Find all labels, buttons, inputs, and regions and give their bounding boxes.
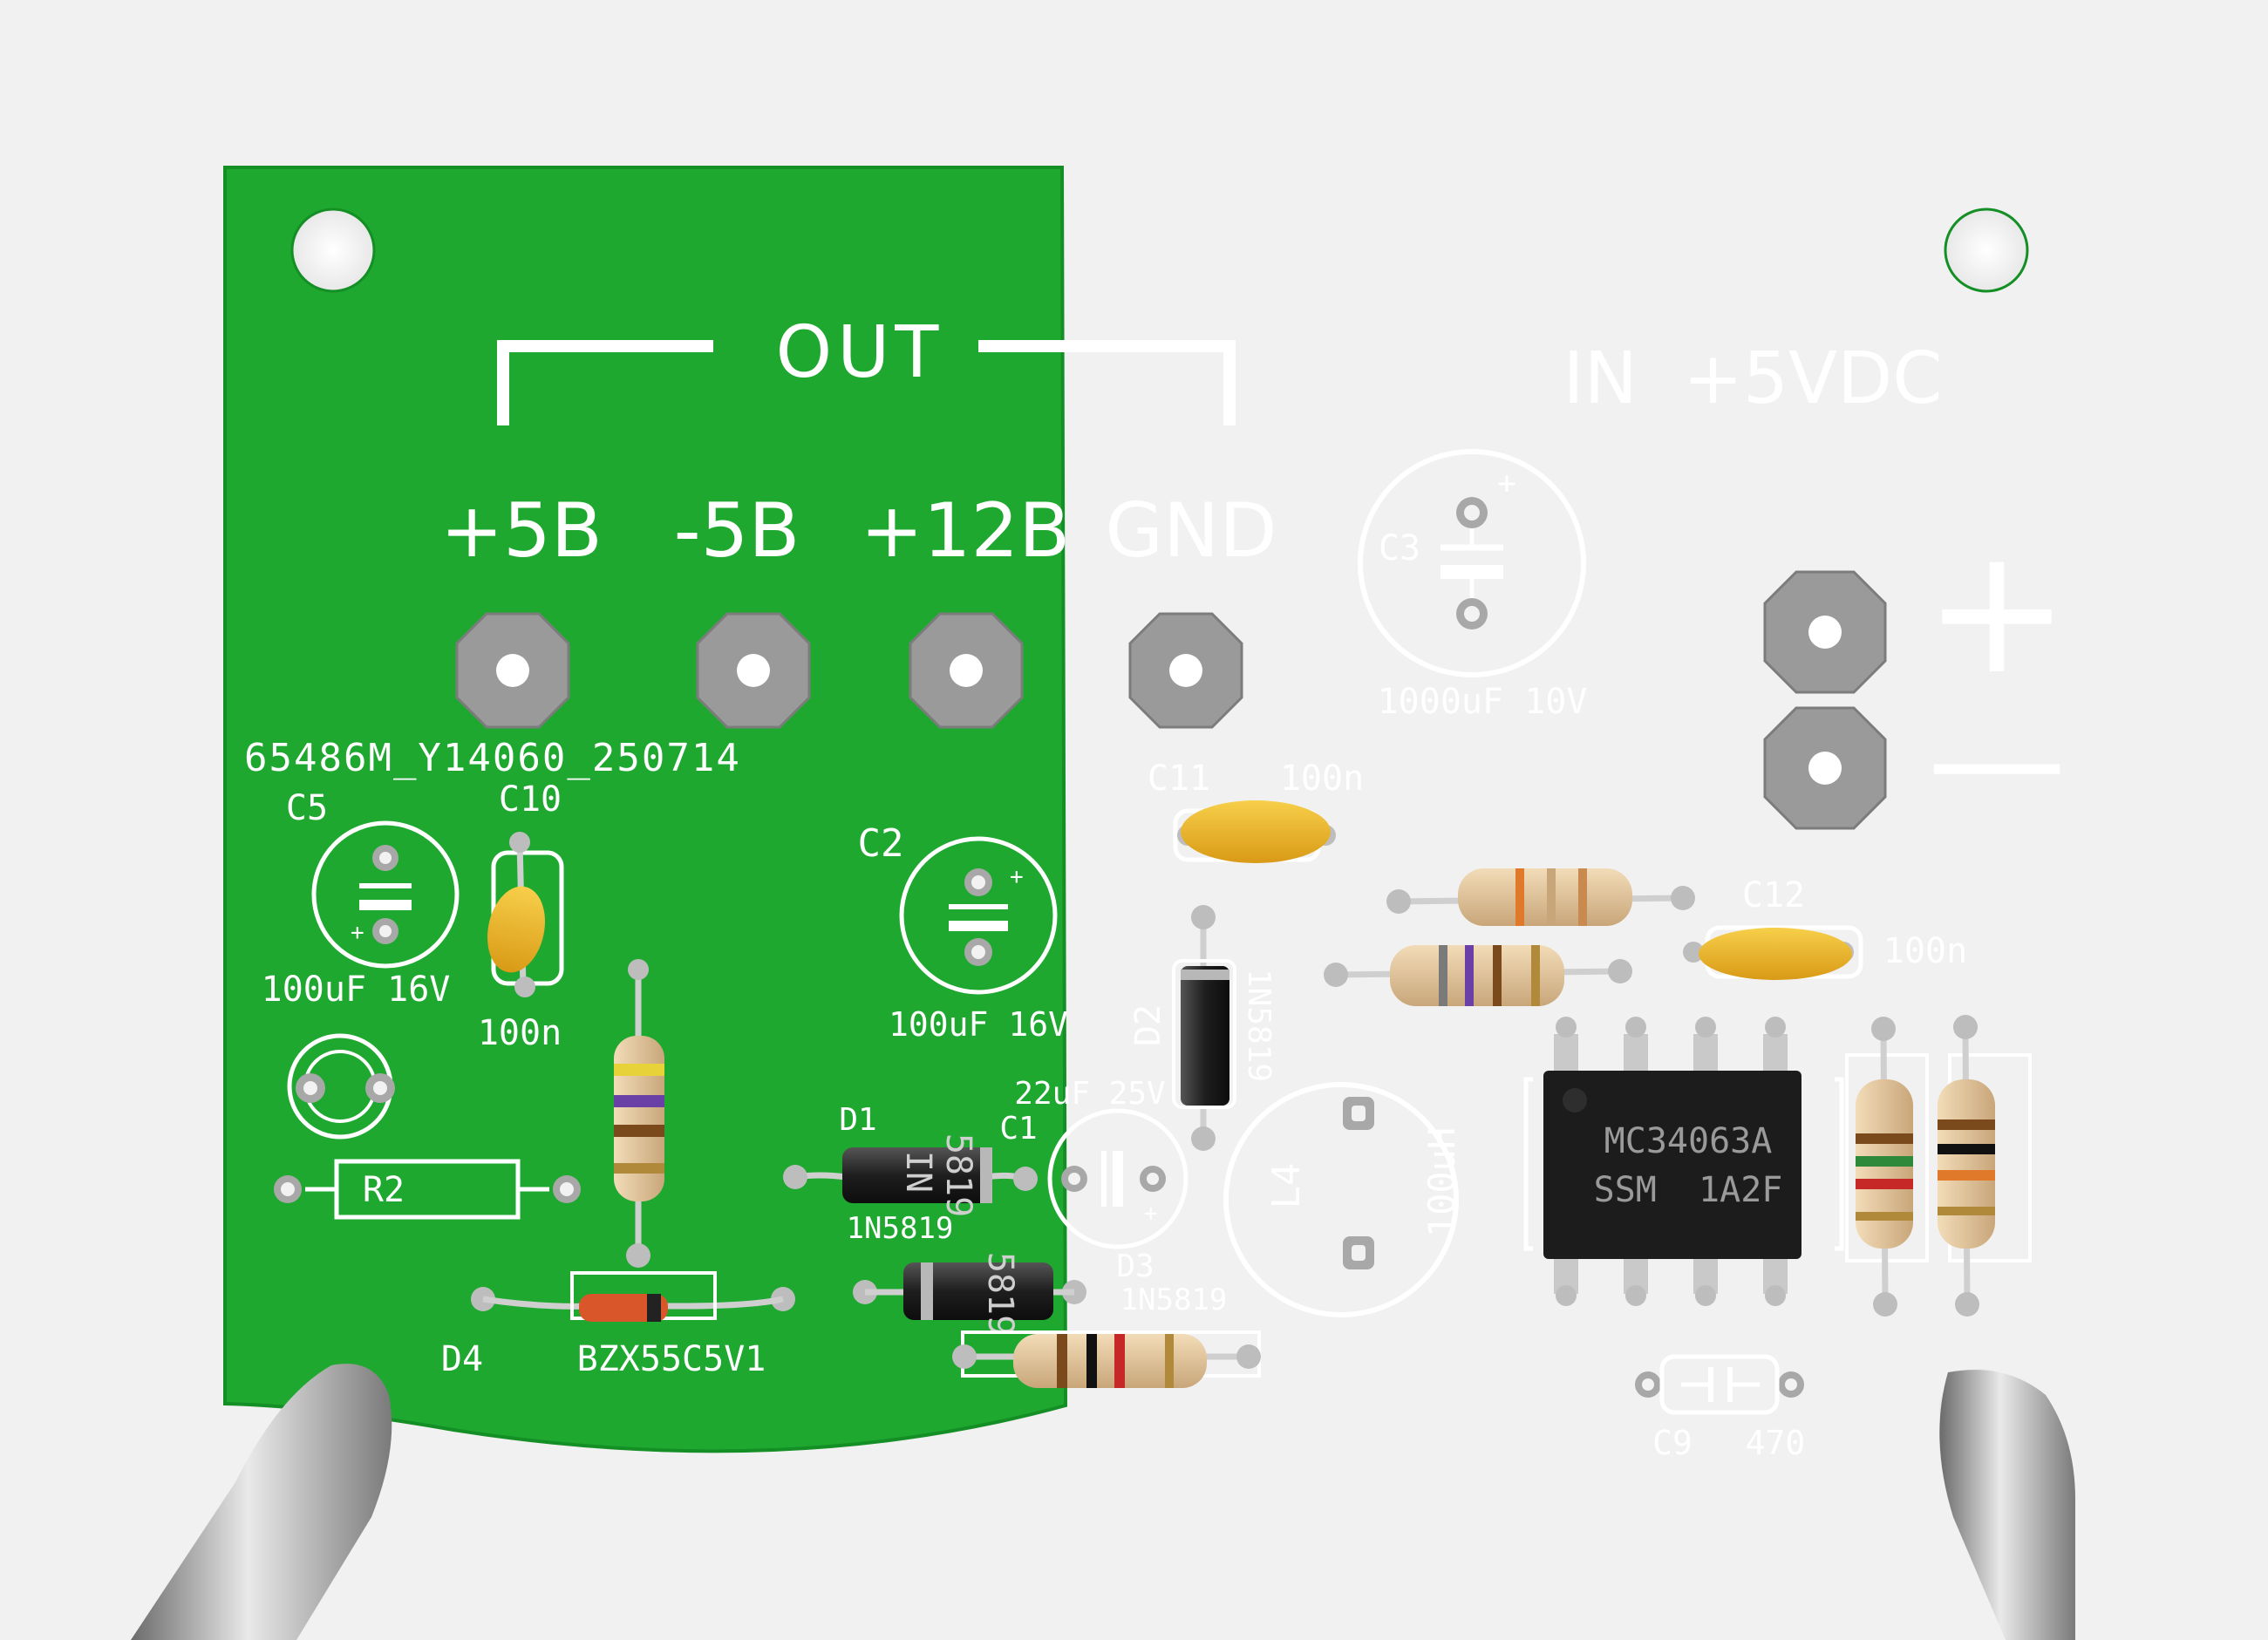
svg-text:+: +: [1144, 1201, 1158, 1227]
c3-footprint: +: [1358, 449, 1586, 677]
terminal-pad-plus12: [909, 612, 1024, 729]
resistor-upper-right: [1386, 868, 1695, 926]
svg-text:+: +: [1497, 466, 1516, 501]
c1-value: 22uF 25V: [1014, 1076, 1165, 1112]
terminal-label-plus5: +5B: [440, 487, 603, 575]
out-header: OUT: [776, 311, 944, 394]
c9-value: 470: [1746, 1424, 1806, 1462]
r2-footprint: [274, 1159, 581, 1220]
d3-marking: 5819: [980, 1252, 1020, 1336]
mounting-hole: [1944, 208, 2029, 293]
c2-value: 100uF 16V: [889, 1005, 1068, 1044]
terminal-pad-gnd: [1128, 612, 1243, 729]
clip-right: [1939, 1370, 2075, 1640]
c5-footprint: +: [311, 820, 460, 969]
terminal-pad-plus5: [455, 612, 570, 729]
input-minus-symbol: —: [1927, 677, 2067, 840]
d3-value: 1N5819: [1120, 1283, 1228, 1317]
c11-ref: C11: [1148, 759, 1210, 799]
sensor-footprint: [287, 1033, 395, 1140]
resistor-bottom: [952, 1330, 1261, 1388]
c10-value: 100n: [478, 1013, 562, 1053]
l4-value: 100uH: [1420, 1127, 1463, 1237]
d3-ref: D3: [1116, 1249, 1154, 1284]
c12-ref: C12: [1742, 875, 1805, 915]
terminal-label-minus5: -5B: [674, 487, 800, 575]
svg-text:+: +: [351, 920, 364, 946]
c11-ceramic-cap: [1173, 800, 1336, 863]
resistor-vertical-right-2: [1938, 1015, 2032, 1317]
resistor-vertical-left: [614, 959, 664, 1268]
c1-ref: C1: [999, 1111, 1037, 1147]
d4-zener: [471, 1271, 795, 1322]
ic-marking-line1: MC34063A: [1604, 1121, 1773, 1161]
input-pad-minus: [1763, 706, 1887, 830]
c9-ref: C9: [1652, 1424, 1692, 1462]
mounting-hole: [290, 208, 376, 293]
d1-marking-bottom: 5819: [938, 1133, 978, 1217]
r2-ref: R2: [363, 1170, 405, 1210]
c3-ref: C3: [1379, 528, 1420, 568]
c12-ceramic-cap: [1683, 925, 1863, 980]
terminal-label-gnd: GND: [1105, 487, 1277, 575]
d4-ref: D4: [441, 1339, 483, 1379]
d1-value: 1N5819: [847, 1211, 954, 1246]
d2-value: 1N5819: [1241, 969, 1277, 1082]
c5-ref: C5: [286, 788, 328, 828]
pcb-board: [225, 167, 1066, 1452]
d1-ref: D1: [839, 1102, 876, 1138]
clip-left: [131, 1364, 392, 1640]
input-plus-symbol: +: [1924, 510, 2070, 713]
l4-ref: L4: [1264, 1163, 1309, 1209]
c11-value: 100n: [1280, 759, 1364, 799]
c2-ref: C2: [858, 821, 904, 866]
ic-marking-line2: SSM 1A2F: [1594, 1170, 1783, 1210]
resistor-middle-right: [1324, 945, 1632, 1006]
d3-diode: [853, 1262, 1086, 1320]
svg-text:+: +: [1010, 864, 1024, 890]
d1-diode: [783, 1147, 1038, 1203]
c10-ref: C10: [499, 779, 562, 820]
in-header: IN +5VDC: [1563, 337, 1942, 420]
c9-footprint: [1635, 1354, 1804, 1415]
c2-footprint: +: [899, 836, 1058, 995]
d2-ref: D2: [1128, 1004, 1168, 1046]
l4-footprint: [1223, 1082, 1459, 1317]
terminal-label-plus12: +12B: [861, 487, 1071, 575]
d2-diode: [1172, 905, 1236, 1151]
c3-value: 1000uF 10V: [1378, 682, 1588, 722]
c5-value: 100uF 16V: [262, 970, 451, 1010]
d1-marking-top: IN: [898, 1151, 938, 1193]
c10-ceramic-cap: [487, 886, 545, 973]
out-bracket-right: [978, 340, 1236, 425]
ic-mc34063a: [1523, 1017, 1844, 1306]
terminal-pad-minus5: [696, 612, 811, 729]
out-bracket-left: [497, 340, 713, 425]
board-id-text: 65486M_Y14060_250714: [244, 736, 741, 780]
d4-value: BZX55C5V1: [577, 1339, 766, 1379]
c1-footprint: +: [1047, 1108, 1188, 1249]
input-pad-plus: [1763, 570, 1887, 694]
resistor-vertical-right-1: [1845, 1017, 1929, 1317]
c12-value: 100n: [1883, 931, 1967, 971]
